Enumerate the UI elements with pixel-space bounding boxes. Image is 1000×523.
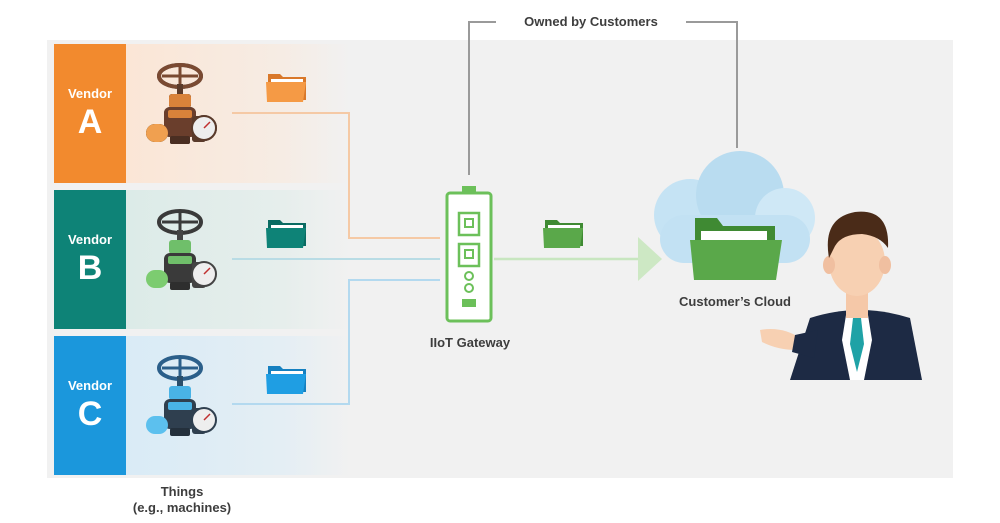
gateway-device-icon [445, 186, 493, 323]
folder-icon [543, 220, 583, 248]
vendor-badge-c: Vendor C [54, 336, 126, 475]
folder-icon [266, 220, 306, 248]
link-vendor-c [232, 279, 440, 405]
folder-icon [266, 366, 306, 394]
folder-icon [266, 74, 306, 102]
arrow-head-icon [638, 237, 662, 281]
vendor-letter: C [77, 395, 103, 433]
vendor-word: Vendor [67, 378, 113, 393]
person-icon [760, 211, 922, 380]
vendor-letter: A [77, 103, 103, 141]
vendor-badge-b: Vendor B [54, 190, 126, 329]
things-label: Things (e.g., machines) [112, 484, 252, 516]
vendor-word: Vendor [67, 86, 113, 101]
vendor-letter: B [77, 249, 103, 287]
link-vendor-a [232, 112, 440, 239]
cloud-label: Customer’s Cloud [679, 294, 791, 309]
owned-label: Owned by Customers [496, 14, 686, 29]
folder-icon [690, 218, 782, 280]
valve-icon [146, 209, 217, 290]
valve-icon [146, 63, 217, 144]
owned-bracket [468, 21, 738, 175]
things-label-line2: (e.g., machines) [132, 500, 232, 515]
vendor-badge-a: Vendor A [54, 44, 126, 183]
gateway-label: IIoT Gateway [429, 335, 511, 350]
valve-icon [146, 355, 217, 436]
vendor-word: Vendor [67, 232, 113, 247]
things-label-line1: Things [160, 484, 204, 499]
